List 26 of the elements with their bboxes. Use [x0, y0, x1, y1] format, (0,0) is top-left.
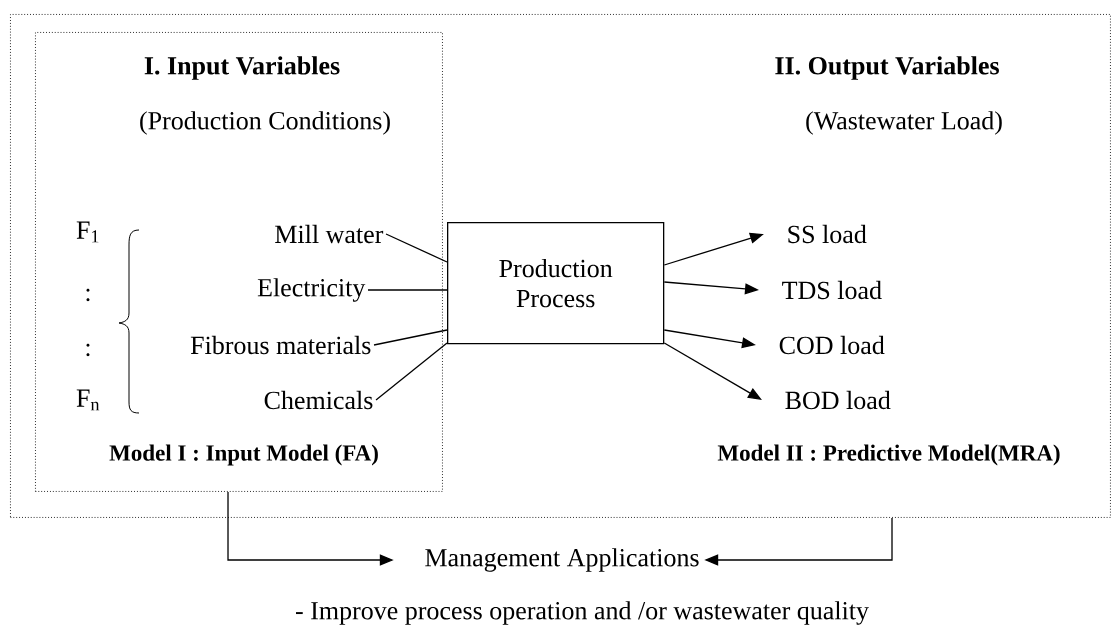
target-label: Management Applications — [425, 548, 699, 572]
variable-label: Electricity — [257, 278, 366, 302]
ellipsis-label: : — [86, 343, 90, 357]
arrow — [663, 342, 762, 400]
note: - Improve process operation and /or wastewater quality — [296, 601, 869, 625]
variable-label: Chemicals — [264, 390, 373, 410]
model-label: Model II : Predictive Model(MRA) — [717, 444, 1060, 466]
variable-label: Fibrous materials — [190, 335, 371, 355]
model-label: Model I : Input Model (FA) — [109, 444, 378, 466]
factor-label: F$_{n}$ — [76, 389, 100, 411]
ellipsis-label: : — [86, 288, 90, 302]
connector-line — [373, 329, 448, 346]
connector-line — [375, 342, 448, 401]
heading: I. Input Variables — [144, 56, 340, 80]
subheading: (Production Conditions) — [140, 111, 390, 135]
connector-line — [385, 233, 448, 263]
variable-label: COD load — [779, 335, 885, 355]
connector-line — [367, 289, 448, 291]
subheading: (Wastewater Load) — [806, 111, 1002, 135]
variable-label: SS load — [788, 224, 867, 244]
variable-label: TDS load — [782, 280, 882, 300]
heading: II. Output Variables — [775, 56, 999, 80]
variable-label: BOD load — [785, 390, 891, 410]
factor-label: F$_{1}$ — [76, 221, 99, 243]
variable-label: Mill water — [275, 224, 384, 244]
process-box: Production Process — [447, 222, 665, 345]
